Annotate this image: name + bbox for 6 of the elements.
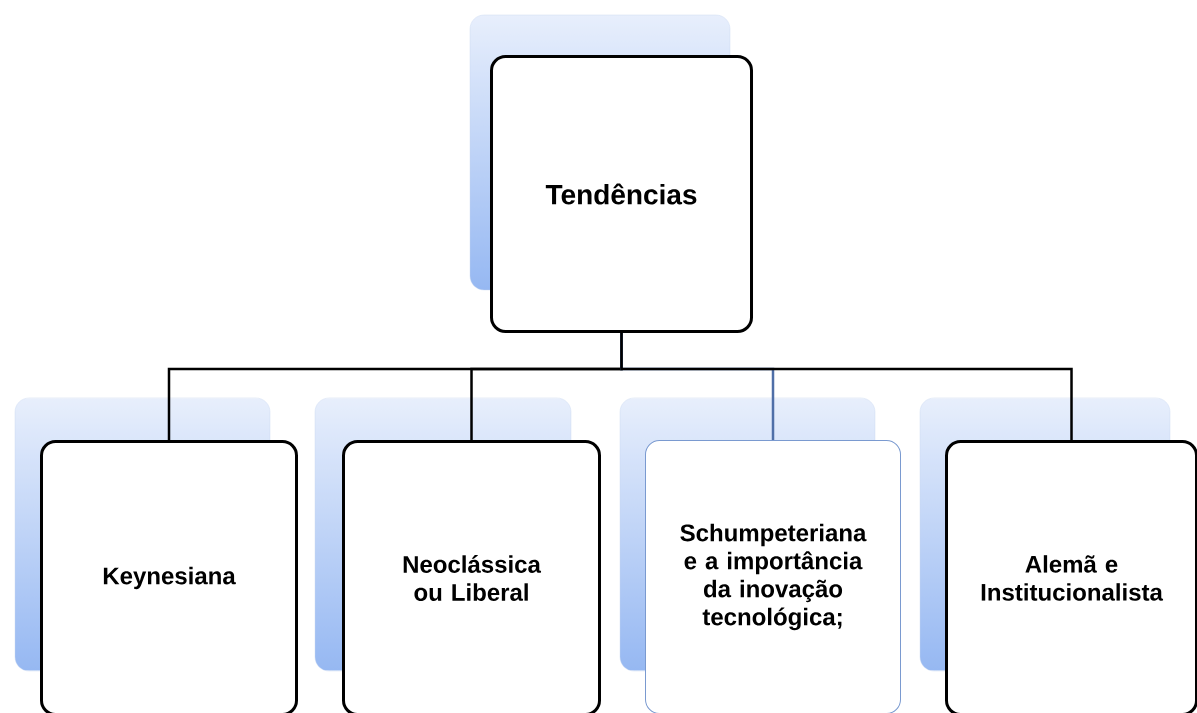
connector [620, 333, 1073, 440]
root-box: Tendências [469, 14, 753, 333]
category-box: Schumpeteriana e a importância da inovação tecnológica; [619, 397, 901, 713]
category-box: Alemã e Institucionalista [919, 397, 1197, 713]
category-box: Keynesiana [14, 397, 298, 713]
category-box: Neoclássica ou Liberal [314, 397, 601, 713]
